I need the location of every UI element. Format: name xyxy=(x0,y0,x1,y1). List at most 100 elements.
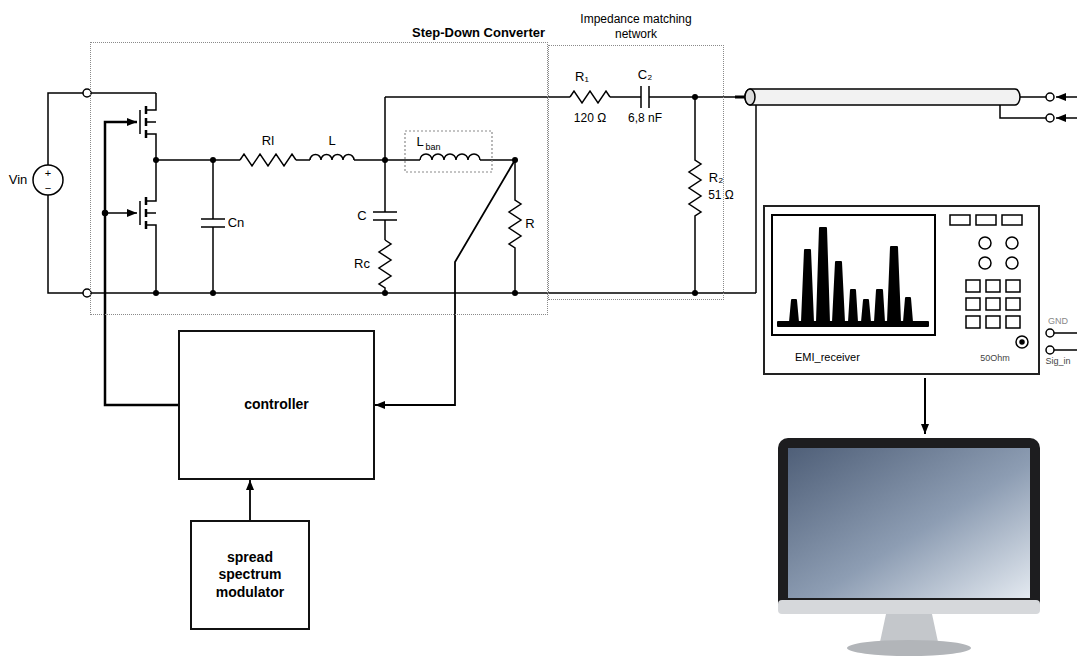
output-arrow-part xyxy=(924,378,926,434)
mosfet-symbol-part xyxy=(139,110,141,134)
component-label: GND xyxy=(1048,317,1068,327)
gate-branch-part xyxy=(105,212,137,214)
component-label: C₂ xyxy=(638,68,652,82)
component-label: 50Ohm xyxy=(980,354,1010,364)
component-label: − xyxy=(45,182,51,194)
receiver-front-part xyxy=(1020,340,1024,344)
power-stage-wires-part xyxy=(156,159,240,161)
monitor-illustration-part xyxy=(778,600,1040,614)
receiver-front-part xyxy=(1006,298,1020,310)
junction-dots-part xyxy=(210,157,216,163)
mosfet-symbol-part xyxy=(146,93,156,160)
receiver-front-part xyxy=(950,215,970,225)
junction-dots-part xyxy=(382,157,388,163)
emi-receiver: EMI_receiver xyxy=(763,205,1040,375)
monitor-illustration xyxy=(778,438,1040,656)
power-stage-wires-part xyxy=(509,160,521,293)
component-label: R xyxy=(525,217,534,231)
mosfet-symbol-part xyxy=(139,201,141,225)
junction-dots xyxy=(153,94,698,296)
component-label: Vin xyxy=(9,173,28,187)
mosfet-symbol-part xyxy=(146,160,156,293)
component-label: 51 Ω xyxy=(708,189,734,202)
mosfet-symbol xyxy=(140,93,156,293)
network-boundary: Impedance matching network xyxy=(548,45,724,300)
power-stage-wires-part xyxy=(480,159,515,161)
receiver-front-part xyxy=(1006,280,1020,292)
coax-cable-part xyxy=(1046,93,1054,101)
power-stage-wires-part xyxy=(379,240,391,293)
receiver-front-part xyxy=(986,298,1000,310)
component-label: + xyxy=(45,167,51,179)
matching-network-wires-part xyxy=(570,91,610,103)
component-label: Rl xyxy=(262,134,274,148)
voltage-source-part xyxy=(33,165,63,195)
junction-dots-part xyxy=(382,290,388,296)
monitor-illustration-part xyxy=(880,614,938,642)
receiver-front-part xyxy=(986,316,1000,328)
matching-network-wires-part xyxy=(689,97,701,293)
coax-cable-part xyxy=(745,89,1020,105)
junction-dots-part xyxy=(153,290,159,296)
rails-part xyxy=(91,92,156,94)
monitor-illustration-part xyxy=(847,640,971,656)
receiver-front-part xyxy=(966,298,980,310)
component-label: 6,8 nF xyxy=(628,112,662,125)
receiver-front-part xyxy=(966,280,980,292)
voltage-source xyxy=(33,89,91,297)
power-stage-wires xyxy=(156,97,521,293)
monitor-illustration-part xyxy=(788,448,1030,598)
monitor-illustration-part xyxy=(778,438,1040,614)
gate-branch xyxy=(103,211,138,216)
coax-cable-part xyxy=(755,105,757,293)
component-label: C xyxy=(357,209,366,223)
component-label: R₁ xyxy=(575,70,589,84)
matching-network-wires-part xyxy=(385,96,570,98)
power-stage-wires-part xyxy=(373,97,397,240)
receiver-front-part xyxy=(1046,329,1054,337)
receiver-front-part xyxy=(1016,336,1028,348)
coax-cable-part xyxy=(1056,117,1077,119)
component-label: Rc xyxy=(354,257,370,271)
signal-connector xyxy=(375,160,515,405)
power-stage-wires-part xyxy=(420,154,480,160)
coax-cable-part xyxy=(1020,96,1046,98)
matching-network-wires xyxy=(385,86,735,293)
modulator-block: spread spectrum modulator xyxy=(190,520,310,630)
receiver-front-part xyxy=(986,280,1000,292)
receiver-front-part xyxy=(1054,333,1077,350)
receiver-front-part xyxy=(966,316,980,328)
receiver-front-part xyxy=(778,228,928,326)
block-label: spread spectrum modulator xyxy=(204,549,296,602)
component-label: 120 Ω xyxy=(574,112,606,125)
signal-connector xyxy=(105,122,178,405)
power-stage-wires-part xyxy=(201,160,225,293)
group-heading: Step-Down Converter xyxy=(412,25,545,40)
component-label: L xyxy=(416,135,423,149)
matching-network-wires-part xyxy=(610,86,735,108)
block-label: EMI_receiver xyxy=(795,351,860,363)
power-stage-wires-part xyxy=(405,131,492,172)
receiver-front-part xyxy=(979,237,991,249)
block-label: controller xyxy=(244,396,309,414)
power-stage-wires-part xyxy=(240,154,296,166)
power-stage-wires-part xyxy=(296,159,310,161)
component-label: Sig_in xyxy=(1045,357,1070,367)
receiver-front-part xyxy=(1006,237,1018,249)
component-label: R₂ xyxy=(709,171,723,185)
component-label: ban xyxy=(425,143,440,153)
controller-block: controller xyxy=(178,330,375,480)
group-heading: Impedance matching network xyxy=(571,12,701,41)
receiver-front-part xyxy=(1002,215,1022,225)
coax-cable-part xyxy=(1056,96,1077,98)
junction-dots-part xyxy=(153,157,159,163)
receiver-front xyxy=(772,215,1077,354)
receiver-front-part xyxy=(772,215,935,335)
receiver-front-part xyxy=(976,215,996,225)
voltage-source-part xyxy=(48,93,83,293)
output-arrow xyxy=(924,378,926,434)
receiver-front-part xyxy=(1046,346,1054,354)
